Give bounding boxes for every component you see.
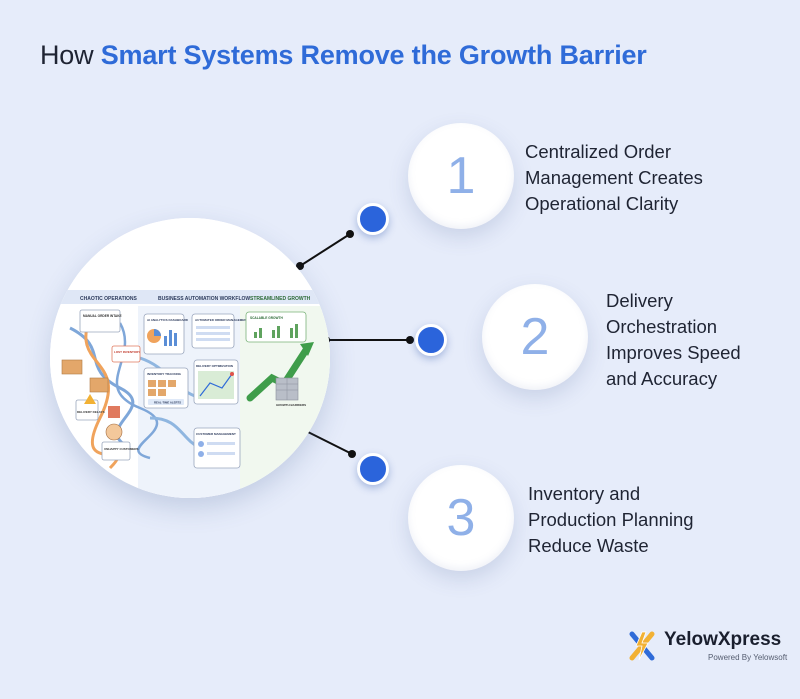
step-2-line-4: and Accuracy (606, 368, 718, 389)
brand-name: YelowXpress (664, 629, 782, 650)
step-2-circle: 2 (482, 284, 588, 390)
step-3-number: 3 (446, 489, 476, 547)
card-delivery-optimization: DELIVERY OPTIMIZATION (196, 364, 233, 368)
step-1-line-3: Operational Clarity (525, 193, 679, 214)
step-1-text: Centralized Order Management Creates Ope… (525, 139, 703, 217)
section-label-growth: STREAMLINED GROWTH (250, 296, 311, 302)
step-1-circle: 1 (408, 123, 514, 229)
connector-end-2b (406, 336, 414, 344)
connector-end-1b (346, 230, 354, 238)
step-1-line-2: Management Creates (525, 167, 703, 188)
card-manual-order: MANUAL ORDER INTAKE (83, 314, 122, 318)
connector-end-3b (348, 450, 356, 458)
brand-footer: YelowXpress Powered By Yelowsoft (628, 630, 787, 662)
step-3-line-1: Inventory and (528, 483, 641, 504)
step-1-number: 1 (446, 147, 476, 205)
connector-line-1 (299, 233, 351, 267)
step-1-line-1: Centralized Order (525, 141, 672, 162)
step-2-line-1: Delivery (606, 290, 673, 311)
section-label-chaotic: CHAOTIC OPERATIONS (80, 296, 138, 302)
card-delivery-delays: DELIVERY DELAYS (77, 410, 105, 414)
lightning-x-logo-icon (629, 631, 655, 661)
card-automated-order: AUTOMATED ORDER MANAGEMENT (195, 318, 248, 322)
card-customer-management: CUSTOMER MANAGEMENT (196, 432, 236, 436)
hero-illustration: CHAOTIC OPERATIONS BUSINESS AUTOMATION W… (50, 218, 330, 498)
card-scalable-growth: SCALABLE GROWTH (250, 316, 283, 320)
bullet-dot-3 (357, 453, 389, 485)
card-ai-analytics: AI ANALYTICS DASHBOARD (147, 318, 189, 322)
step-3-circle: 3 (408, 465, 514, 571)
title-highlight: Smart Systems Remove the Growth Barrier (100, 40, 647, 70)
title-prefix: How (40, 40, 101, 70)
step-2-text: Delivery Orchestration Improves Speed an… (606, 288, 741, 392)
card-unhappy-customers: UNHAPPY CUSTOMERS (104, 447, 139, 451)
card-growth-barriers: GROWTH BARRIERS (276, 403, 306, 407)
step-2-number: 2 (520, 308, 550, 366)
step-2-line-3: Improves Speed (606, 342, 741, 363)
bullet-dot-2 (415, 324, 447, 356)
section-label-automation: BUSINESS AUTOMATION WORKFLOW (158, 296, 250, 302)
workflow-infographic: CHAOTIC OPERATIONS BUSINESS AUTOMATION W… (50, 218, 330, 498)
connector-line-3 (299, 427, 353, 455)
step-3-text: Inventory and Production Planning Reduce… (528, 481, 694, 559)
page-title: How Smart Systems Remove the Growth Barr… (40, 40, 647, 71)
brand-tagline: Powered By Yelowsoft (708, 653, 788, 662)
bullet-dot-1 (357, 203, 389, 235)
step-2-line-2: Orchestration (606, 316, 718, 337)
step-3-line-3: Reduce Waste (528, 535, 649, 556)
card-lost-inventory: LOST INVENTORY (114, 350, 140, 354)
card-real-time-alerts: REAL-TIME ALERTS (154, 401, 181, 405)
step-3-line-2: Production Planning (528, 509, 694, 530)
card-inventory-tracking: INVENTORY TRACKING (147, 372, 182, 376)
